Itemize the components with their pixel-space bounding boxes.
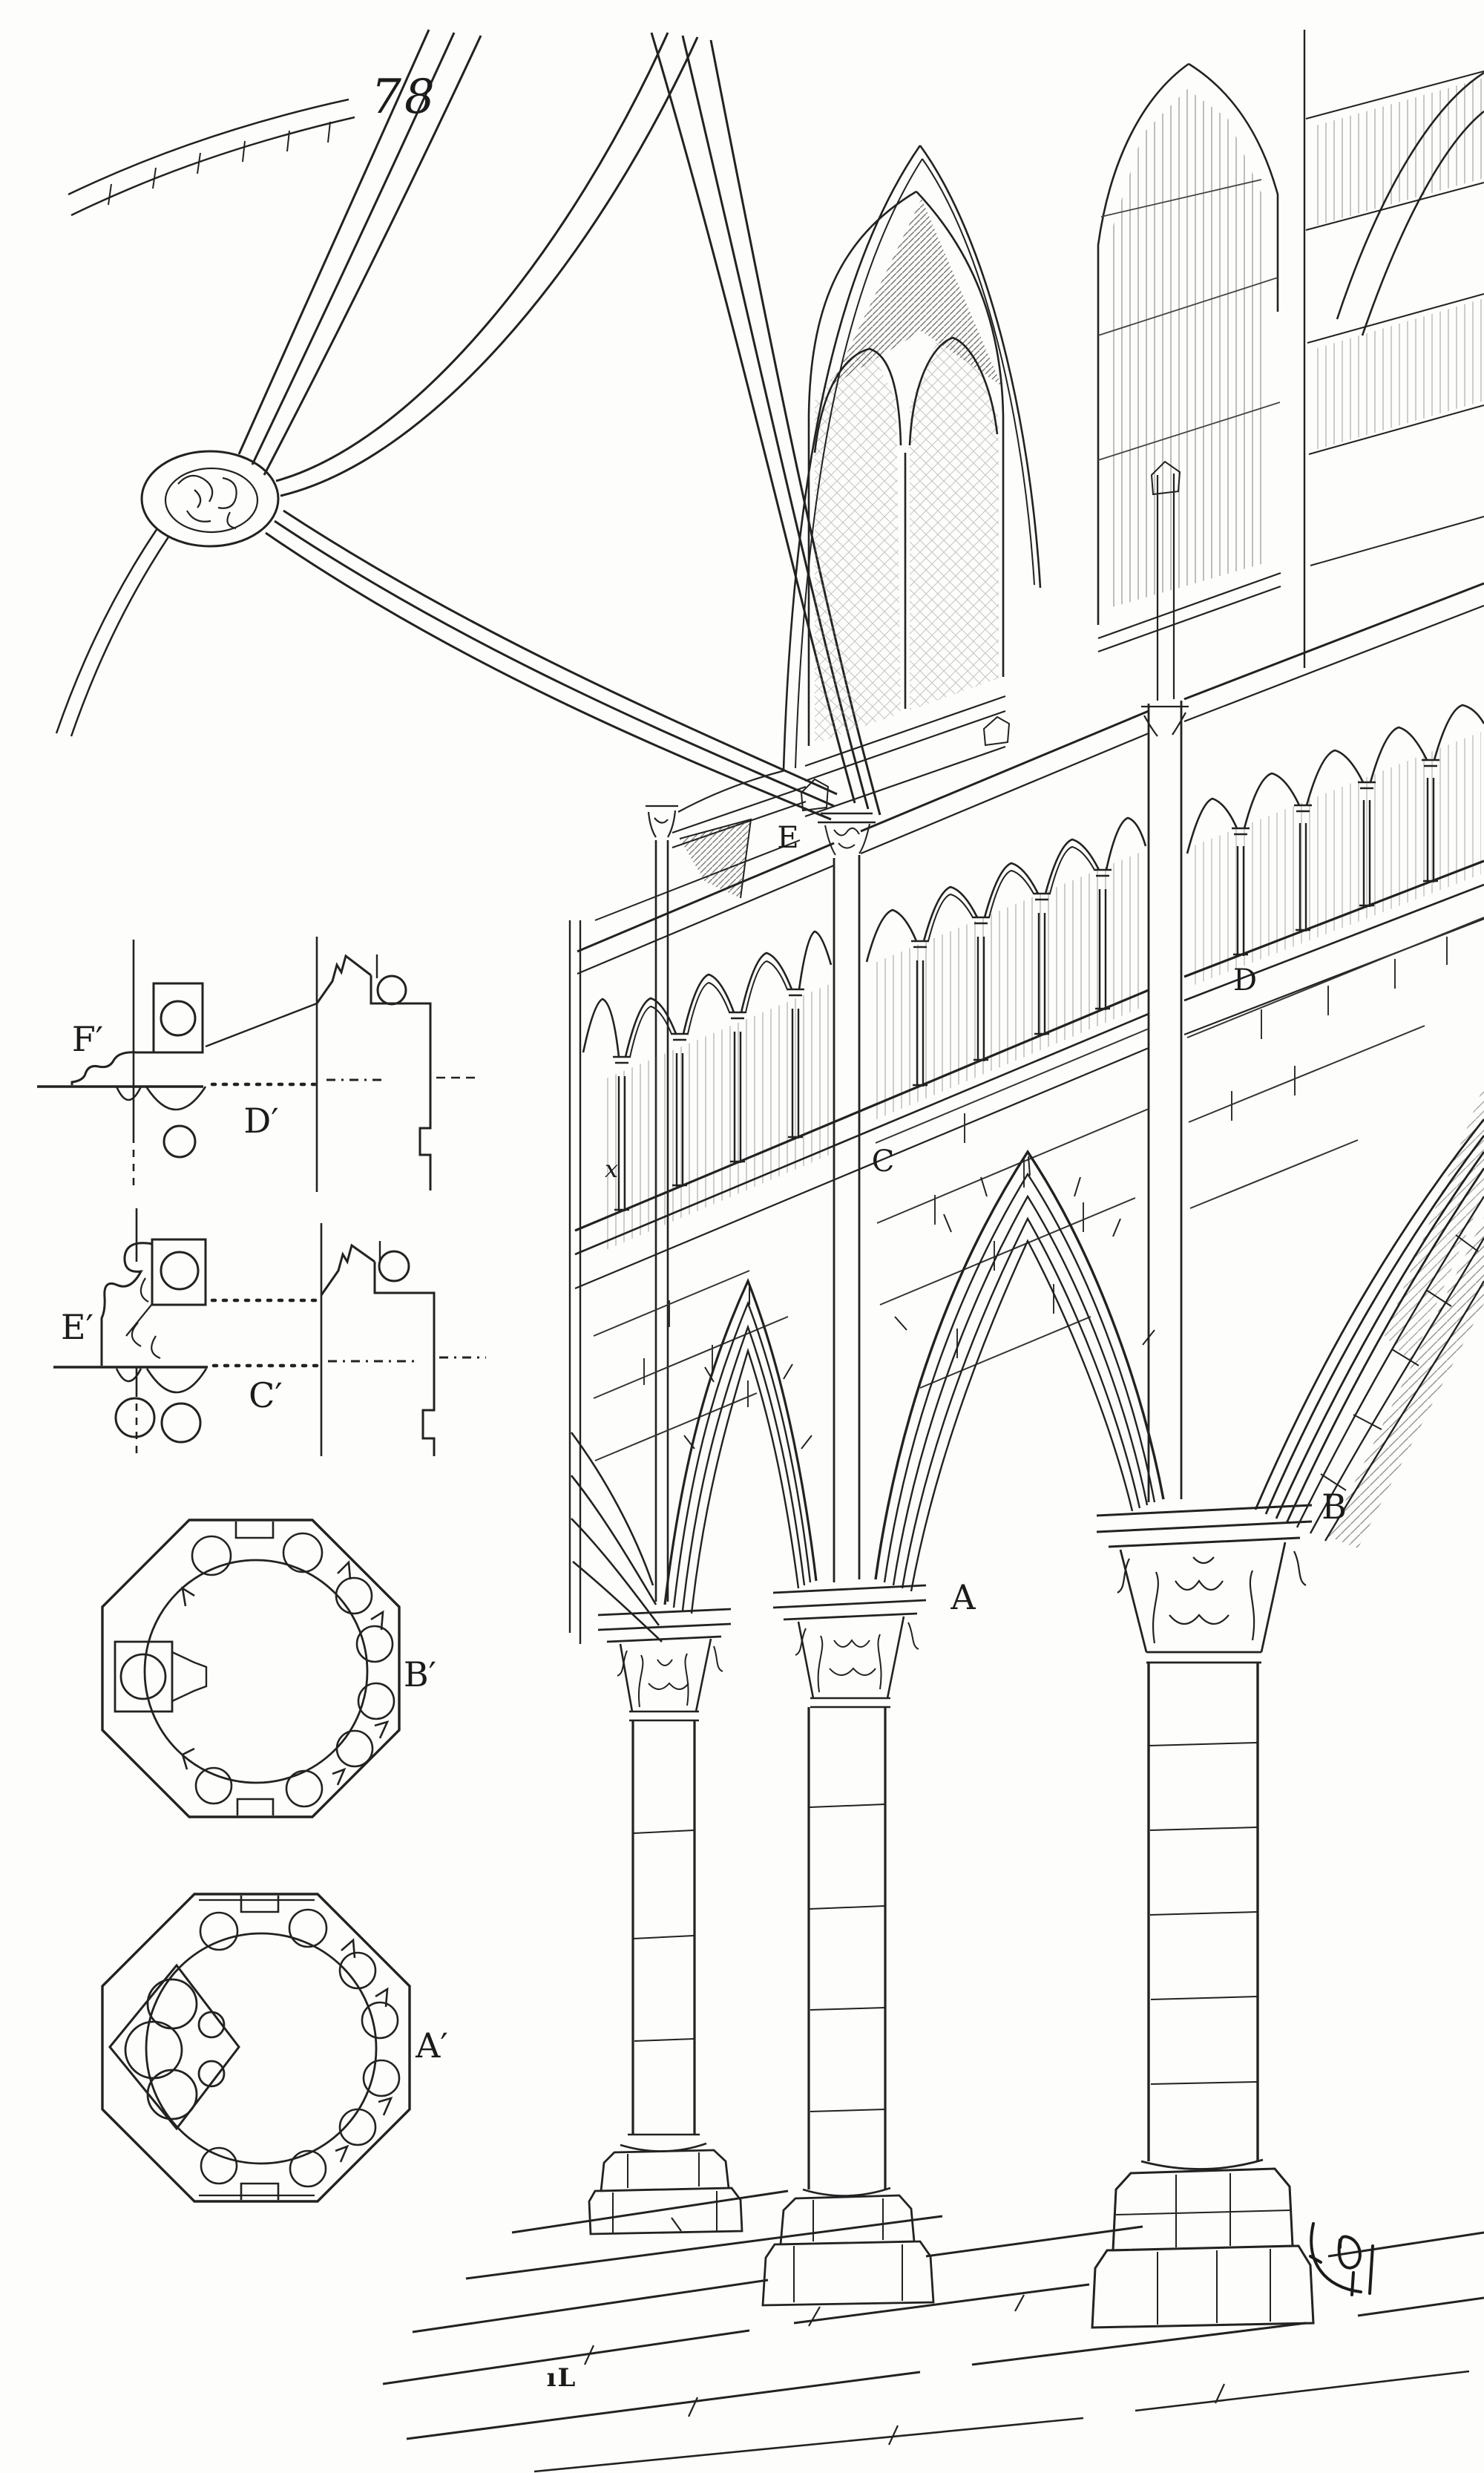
- right-arch-hatch: [1328, 1217, 1484, 1548]
- section-diagram-ec: [53, 1208, 486, 1459]
- clerestory: [594, 30, 1484, 921]
- label-x: x: [605, 1155, 618, 1183]
- columns: [588, 1504, 1315, 2329]
- label-B-prime: B′: [404, 1654, 436, 1694]
- label-F-prime: F′: [72, 1019, 103, 1059]
- triforium-hatch-right: [1189, 732, 1481, 987]
- triforium: [574, 582, 1484, 1290]
- engraver-monogram: [1309, 2222, 1374, 2296]
- arcade-arches: [570, 1085, 1484, 1642]
- spandrel-masonry: [593, 917, 1484, 1461]
- triforium-hatch-left: [603, 984, 830, 1251]
- column-2: [761, 1584, 935, 2307]
- window-glazing-left-lancet: [815, 350, 901, 744]
- plate-corner-mark: ıL: [547, 2363, 577, 2393]
- label-A-prime: A′: [415, 2025, 448, 2066]
- window-glazing-right-lancet: [910, 338, 999, 710]
- plate-labels: 78 E D C x A B F′ D′ E′ C′ B′ A′ ıL: [61, 70, 1347, 2393]
- floor-paving: [382, 2189, 1484, 2473]
- label-E: E: [777, 821, 798, 855]
- figure-number: 78: [371, 70, 437, 125]
- vault-ribs: [55, 29, 881, 821]
- label-D: D: [1233, 963, 1257, 998]
- label-B: B: [1322, 1487, 1347, 1527]
- vault-boss: [140, 450, 280, 548]
- column-3: [1091, 1504, 1315, 2329]
- label-D-prime: D′: [243, 1101, 278, 1141]
- label-C: C: [872, 1144, 895, 1179]
- section-diagram-fd: [37, 937, 481, 1192]
- window-spandrel-hatch: [831, 199, 1002, 386]
- label-A: A: [950, 1577, 976, 1617]
- triforium-hatch-middle: [870, 851, 1144, 1122]
- label-E-prime: E′: [61, 1307, 93, 1347]
- right-window-hatch: [1107, 89, 1261, 609]
- plan-diagram-a: [101, 1893, 411, 2203]
- column-1: [588, 1608, 743, 2235]
- label-C-prime: C′: [249, 1375, 283, 1415]
- plan-diagram-b: [101, 1519, 401, 1818]
